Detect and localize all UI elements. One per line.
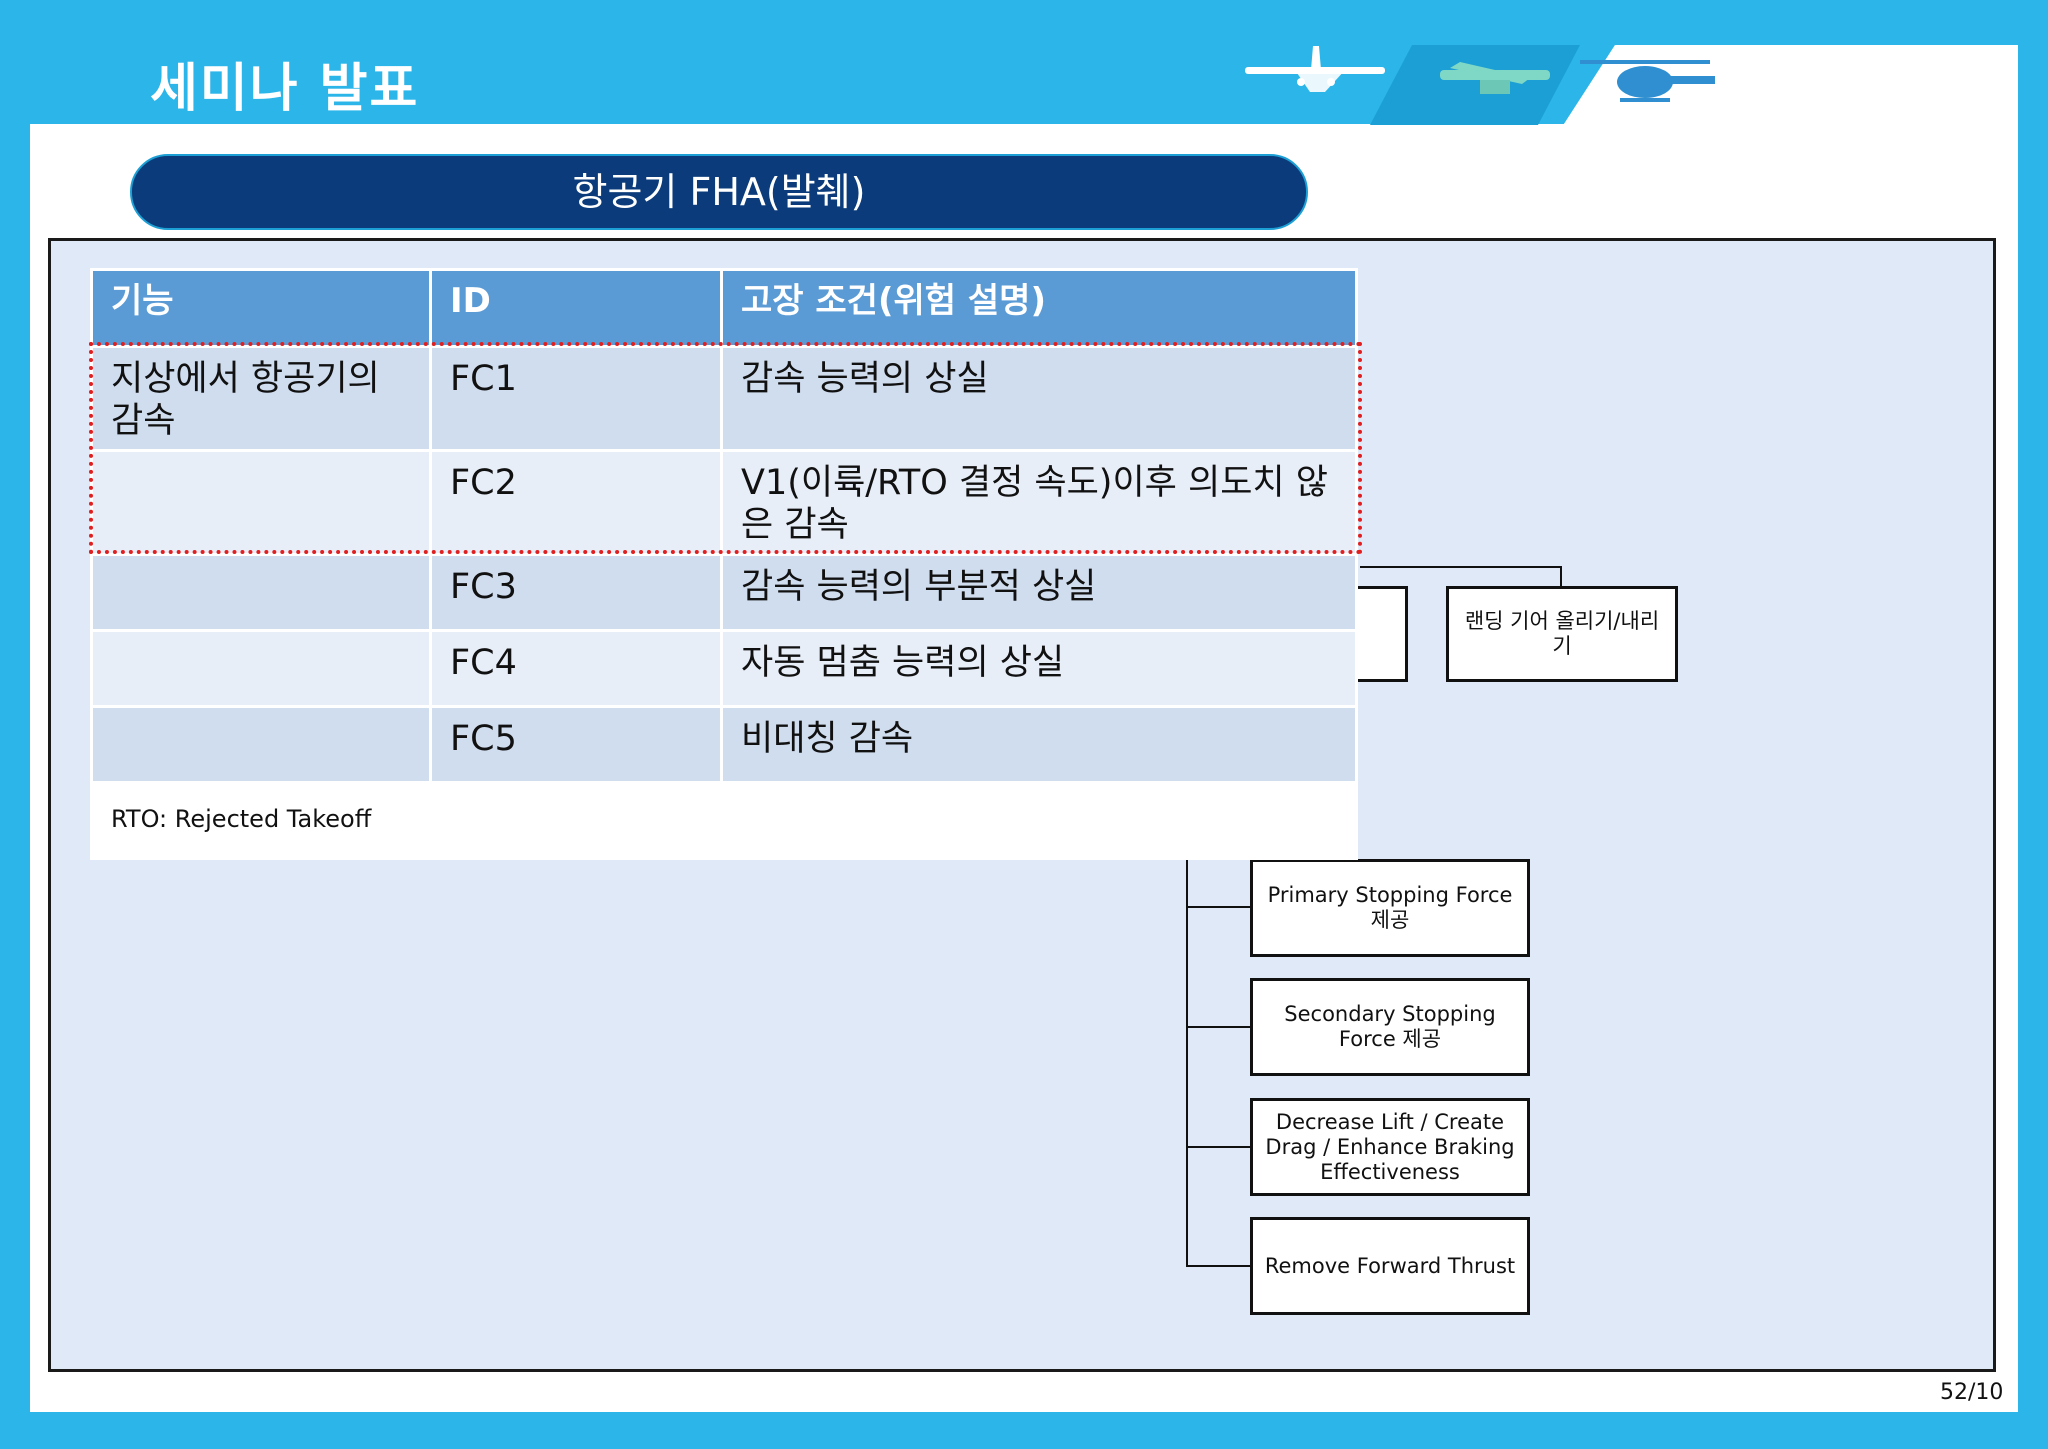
- table-row: FC5 비대칭 감속: [90, 705, 1358, 784]
- cell-function: [90, 629, 432, 708]
- airliner-icon: [1245, 46, 1385, 92]
- table-row: FC3 감속 능력의 부분적 상실: [90, 553, 1358, 632]
- column-header-function: 기능: [90, 268, 432, 348]
- fha-table: 기능 ID 고장 조건(위험 설명) 지상에서 항공기의 감속 FC1 감속 능…: [90, 268, 1358, 860]
- table-note-row: RTO: Rejected Takeoff: [90, 781, 1358, 860]
- page-number: 52/10: [1940, 1380, 2004, 1405]
- cell-id: FC4: [429, 629, 723, 708]
- cell-id: FC2: [429, 449, 723, 556]
- tree-label: Primary Stopping Force 제공: [1267, 883, 1513, 932]
- slide-title: 세미나 발표: [150, 59, 420, 119]
- tree-connector: [1360, 566, 1562, 568]
- tree-box-decrease-lift: Decrease Lift / Create Drag / Enhance Br…: [1250, 1098, 1530, 1196]
- tree-label-landing-gear: 랜딩 기어 올리기/내리기: [1464, 609, 1660, 658]
- tree-label: Remove Forward Thrust: [1264, 1253, 1516, 1278]
- tree-connector: [1560, 566, 1562, 588]
- tree-branch: [1186, 1026, 1252, 1028]
- table-header-row: 기능 ID 고장 조건(위험 설명): [90, 268, 1358, 348]
- cell-function: [90, 705, 432, 784]
- cell-condition: 감속 능력의 부분적 상실: [720, 553, 1358, 632]
- column-header-id: ID: [429, 268, 723, 348]
- cell-empty: [720, 781, 1358, 860]
- cell-empty: [429, 781, 723, 860]
- cell-function: [90, 449, 432, 556]
- cell-condition: 자동 멈춤 능력의 상실: [720, 629, 1358, 708]
- table-row: FC2 V1(이륙/RTO 결정 속도)이후 의도치 않은 감속: [90, 449, 1358, 556]
- cell-condition: 감속 능력의 상실: [720, 345, 1358, 452]
- cell-function: 지상에서 항공기의 감속: [90, 345, 432, 452]
- tree-branch: [1186, 1146, 1252, 1148]
- cell-function: [90, 553, 432, 632]
- table-note: RTO: Rejected Takeoff: [90, 781, 432, 860]
- column-header-condition: 고장 조건(위험 설명): [720, 268, 1358, 348]
- tree-spine: [1186, 860, 1188, 1266]
- tree-box-secondary-stopping: Secondary Stopping Force 제공: [1250, 978, 1530, 1076]
- cell-condition: V1(이륙/RTO 결정 속도)이후 의도치 않은 감속: [720, 449, 1358, 556]
- section-banner: 항공기 FHA(발췌): [130, 154, 1308, 230]
- table-row: FC4 자동 멈춤 능력의 상실: [90, 629, 1358, 708]
- cell-id: FC5: [429, 705, 723, 784]
- tree-box-landing-gear: 랜딩 기어 올리기/내리기: [1446, 586, 1678, 682]
- cargo-plane-icon: [1440, 62, 1550, 94]
- tree-box-remove-thrust: Remove Forward Thrust: [1250, 1217, 1530, 1315]
- tree-label: Secondary Stopping Force 제공: [1284, 1002, 1496, 1051]
- cell-id: FC1: [429, 345, 723, 452]
- helicopter-icon: [1580, 60, 1715, 102]
- tree-branch: [1186, 1265, 1252, 1267]
- cell-condition: 비대칭 감속: [720, 705, 1358, 784]
- tree-label: Decrease Lift / Create Drag / Enhance Br…: [1265, 1109, 1515, 1184]
- table-row: 지상에서 항공기의 감속 FC1 감속 능력의 상실: [90, 345, 1358, 452]
- tree-branch: [1186, 906, 1252, 908]
- tree-box-primary-stopping: Primary Stopping Force 제공: [1250, 859, 1530, 957]
- cell-id: FC3: [429, 553, 723, 632]
